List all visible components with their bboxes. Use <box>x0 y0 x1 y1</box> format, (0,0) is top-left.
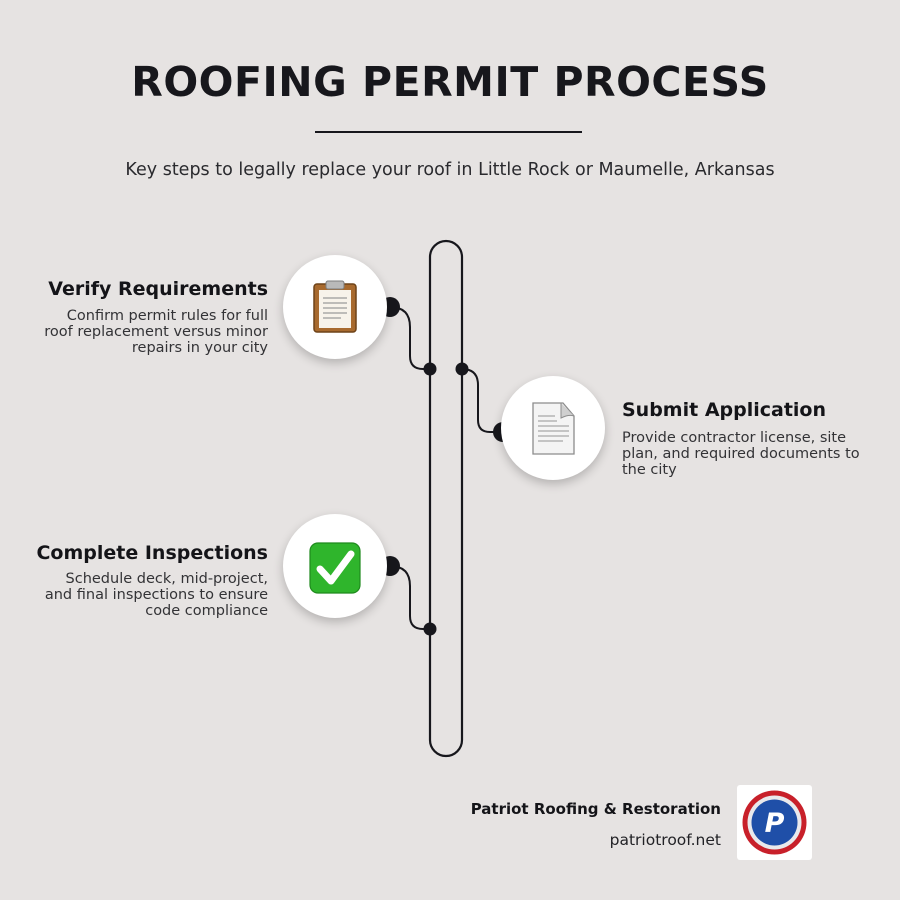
document-icon <box>532 402 575 455</box>
step-2-description: Provide contractor license, site plan, a… <box>622 430 860 478</box>
timeline-track <box>428 239 464 758</box>
page-title: ROOFING PERMIT PROCESS <box>131 58 769 106</box>
company-logo: P <box>737 785 812 860</box>
logo-letter: P <box>765 808 785 839</box>
step-2-title: Submit Application <box>622 399 827 421</box>
page-subtitle: Key steps to legally replace your roof i… <box>125 160 775 180</box>
clipboard-icon <box>313 280 357 333</box>
junction-dot-step-3 <box>423 622 437 636</box>
company-website-link[interactable]: patriotroof.net <box>609 831 721 849</box>
step-2-icon-circle <box>501 376 605 480</box>
step-1-description: Confirm permit rules for full roof repla… <box>44 308 268 356</box>
connector-step-3 <box>389 565 430 630</box>
company-name: Patriot Roofing & Restoration <box>470 800 721 818</box>
connector-step-1 <box>389 306 430 370</box>
junction-dot-step-2 <box>455 362 469 376</box>
check-mark-icon <box>309 542 361 594</box>
junction-dot-step-1 <box>423 362 437 376</box>
title-divider <box>315 131 582 133</box>
step-1-icon-circle <box>283 255 387 359</box>
patriot-roofing-logo: P <box>742 790 807 855</box>
connector-step-2 <box>461 368 503 433</box>
step-3-icon-circle <box>283 514 387 618</box>
step-3-title: Complete Inspections <box>36 542 268 564</box>
step-1-title: Verify Requirements <box>48 278 268 300</box>
step-3-description: Schedule deck, mid-project, and final in… <box>44 571 268 619</box>
